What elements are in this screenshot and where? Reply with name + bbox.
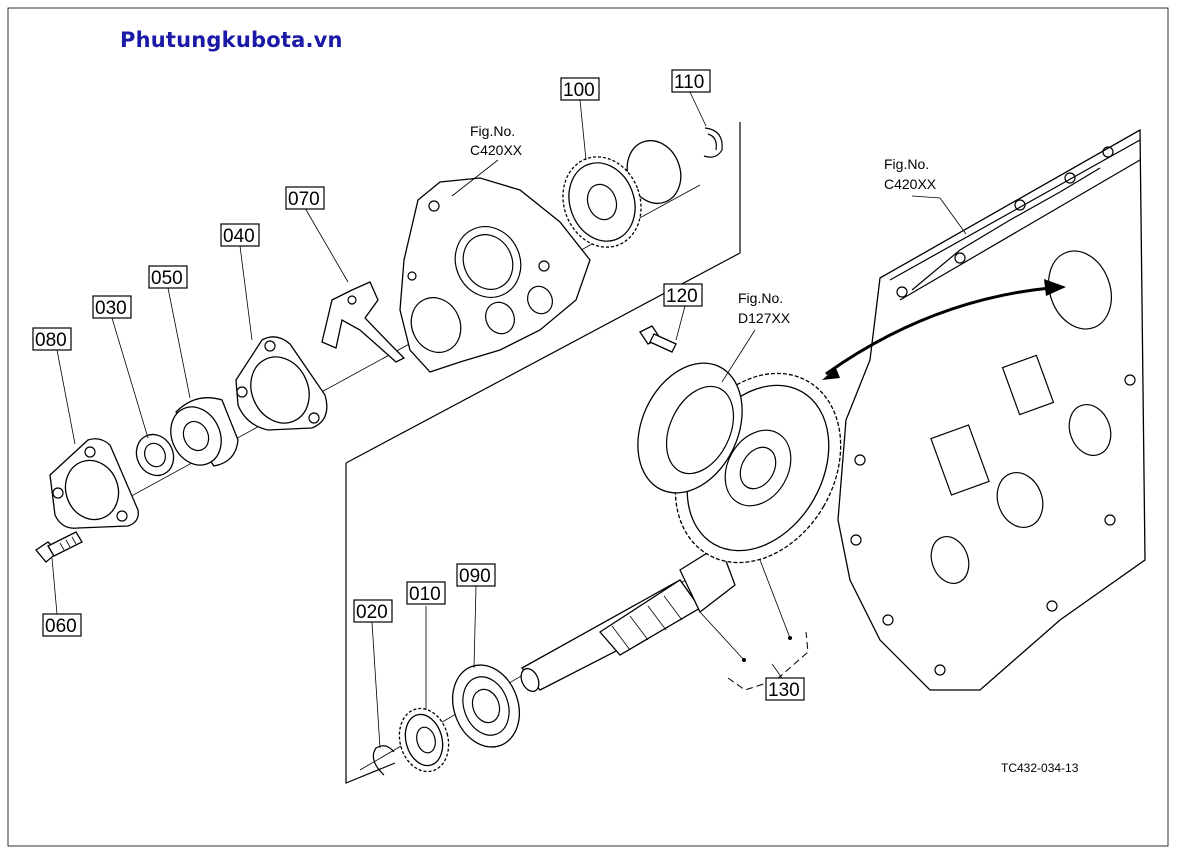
drawing-number: TC432-034-13: [1001, 761, 1079, 775]
callout-030: 030: [92, 295, 132, 319]
callout-010: 010: [406, 581, 446, 605]
figure-ref-case-code: C420XX: [884, 176, 937, 192]
callout-060: 060: [42, 613, 82, 637]
callout-120-text: 120: [666, 286, 698, 307]
part-010-gear: [398, 707, 450, 773]
part-090-bearing: [452, 664, 520, 748]
part-030-seal: [135, 433, 175, 477]
callout-090: 090: [456, 563, 496, 587]
callout-080: 080: [32, 327, 72, 351]
brand-watermark: Phutungkubota.vn: [120, 28, 343, 52]
callout-130-text: 130: [768, 680, 800, 701]
callout-020: 020: [353, 599, 393, 623]
figure-ref-differential: Fig.No. D127XX: [738, 290, 791, 326]
part-070-shift-fork: [321, 281, 406, 363]
callout-050: 050: [148, 265, 188, 289]
assembly-arrow: [822, 279, 1066, 380]
figure-ref-cover-label: Fig.No.: [470, 123, 515, 139]
part-130-pinion-shaft: [520, 544, 736, 693]
callout-040: 040: [220, 223, 260, 247]
part-040-housing: [235, 336, 328, 431]
figure-ref-cover-code: C420XX: [470, 142, 523, 158]
callout-120: 120: [663, 283, 703, 307]
callout-070-text: 070: [288, 189, 320, 210]
callout-100-text: 100: [563, 80, 595, 101]
part-020-snap-ring: [372, 745, 395, 776]
figure-ref-cover: Fig.No. C420XX: [470, 123, 523, 158]
callout-110: 110: [671, 69, 711, 93]
callout-090-text: 090: [459, 566, 491, 587]
part-100-gear: [562, 139, 682, 248]
callout-130: 130: [765, 677, 805, 701]
page-border: [7, 7, 1169, 847]
part-120-bolt: [639, 325, 677, 353]
part-060-bolt: [35, 531, 83, 563]
callout-100: 100: [560, 77, 600, 101]
callout-080-text: 080: [35, 330, 67, 351]
figure-ref-case: Fig.No. C420XX: [884, 156, 937, 192]
part-050-bearing: [170, 397, 239, 467]
part-differential-case: [637, 362, 743, 494]
part-transmission-cover: [399, 177, 591, 373]
callout-070: 070: [285, 186, 325, 210]
callout-020-text: 020: [356, 602, 388, 623]
callout-010-text: 010: [409, 584, 441, 605]
callout-060-text: 060: [45, 616, 77, 637]
figure-ref-differential-label: Fig.No.: [738, 290, 783, 306]
figure-ref-case-label: Fig.No.: [884, 156, 929, 172]
leader-lines: [51, 91, 967, 749]
callout-030-text: 030: [95, 298, 127, 319]
callout-040-text: 040: [223, 226, 255, 247]
part-110-snap-ring: [703, 127, 723, 158]
callout-050-text: 050: [151, 268, 183, 289]
upper-assembly-frame: [345, 463, 396, 784]
part-080-flange: [49, 438, 139, 529]
figure-ref-differential-code: D127XX: [738, 310, 791, 326]
callout-110-text: 110: [674, 72, 704, 93]
part-transmission-case: [837, 128, 1146, 691]
